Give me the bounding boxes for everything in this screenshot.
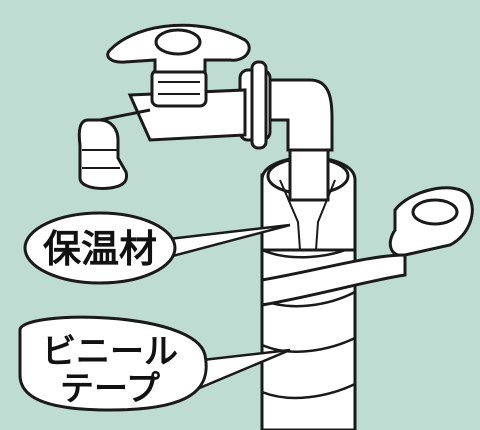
vinyl-tape-label-line2: テープ <box>60 369 160 409</box>
faucet-body <box>77 68 247 190</box>
vinyl-tape-callout: ビニール テープ <box>18 315 291 412</box>
insulation-label: 保温材 <box>43 227 157 271</box>
faucet-handle <box>106 23 251 74</box>
vinyl-tape-label-line1: ビニール <box>42 332 178 372</box>
elbow-joint <box>260 78 334 152</box>
tape-roll <box>260 186 474 307</box>
insulation-callout: 保温材 <box>23 211 291 285</box>
